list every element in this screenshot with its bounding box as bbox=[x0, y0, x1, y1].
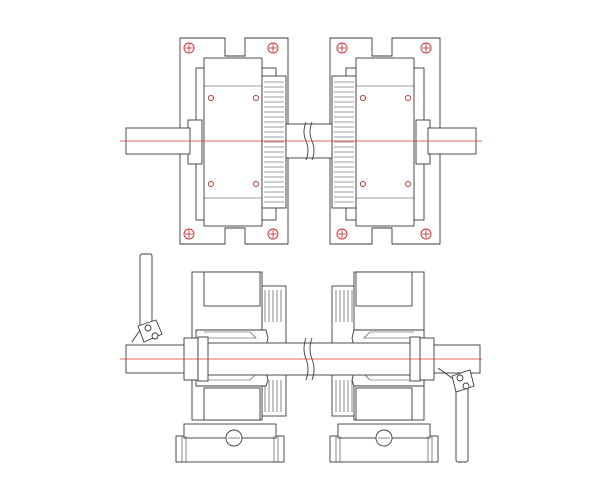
hole-marker-icon bbox=[420, 228, 432, 240]
front-left-mount-foot bbox=[175, 435, 285, 463]
bolt-icon bbox=[359, 180, 367, 188]
front-right-pulley-teeth bbox=[335, 290, 353, 412]
front-left-base-block bbox=[203, 271, 261, 307]
bolt-icon bbox=[207, 180, 215, 188]
top-left-housing bbox=[203, 57, 263, 227]
hole-marker-icon bbox=[183, 42, 195, 54]
front-left-pulley-teeth bbox=[264, 290, 282, 412]
front-right-base-block bbox=[355, 271, 413, 307]
bolt-icon bbox=[252, 180, 260, 188]
hole-marker-icon bbox=[183, 228, 195, 240]
hole-marker-icon bbox=[420, 42, 432, 54]
right-clamp-lever bbox=[437, 367, 475, 463]
top-mount-holes bbox=[183, 42, 432, 240]
bolt-icon bbox=[404, 94, 412, 102]
top-right-pulley-teeth bbox=[334, 81, 354, 203]
hole-marker-icon bbox=[336, 228, 348, 240]
bolt-icon bbox=[252, 94, 260, 102]
top-left-unit bbox=[125, 37, 289, 245]
top-right-housing bbox=[355, 57, 415, 227]
top-view bbox=[120, 37, 482, 245]
lever-pivot-icon bbox=[456, 374, 464, 382]
hole-marker-icon bbox=[267, 42, 279, 54]
top-right-unit bbox=[329, 37, 477, 245]
hole-marker-icon bbox=[336, 42, 348, 54]
bolt-icon bbox=[207, 94, 215, 102]
front-view bbox=[120, 253, 482, 463]
top-bolt-markers bbox=[207, 94, 412, 188]
bolt-icon bbox=[404, 180, 412, 188]
left-clamp-lever bbox=[131, 253, 163, 343]
top-left-pulley-teeth bbox=[264, 81, 284, 203]
lever-pivot-icon bbox=[144, 324, 152, 332]
hole-marker-icon bbox=[267, 228, 279, 240]
bolt-icon bbox=[359, 94, 367, 102]
